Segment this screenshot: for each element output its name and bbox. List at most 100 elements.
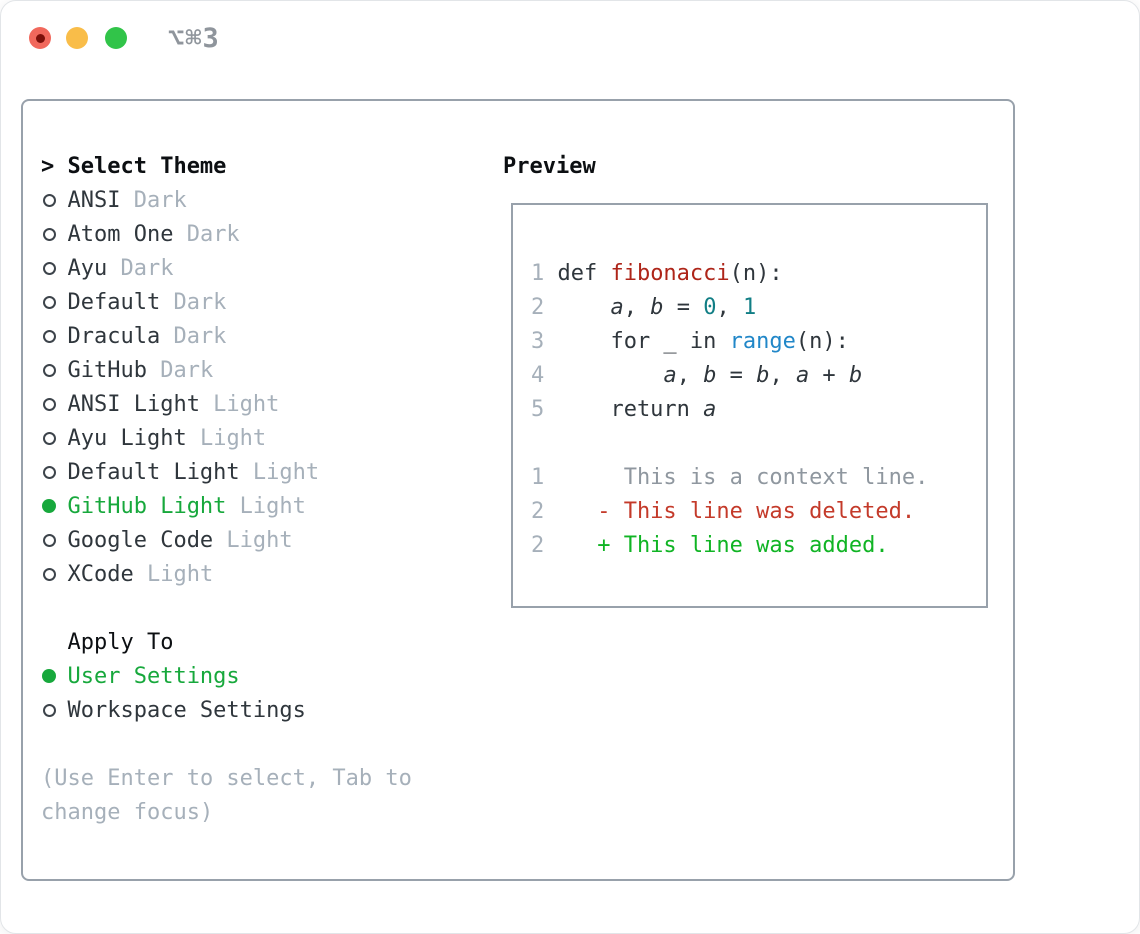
radio-selected-icon [42,499,56,513]
prompt-caret-icon: > [41,153,55,179]
option-variant-label: Light [133,561,214,587]
radio-unselected-icon [43,533,56,547]
option-variant-label: Dark [160,289,227,315]
preview-header: Preview [503,149,596,183]
code-line: 5 return a [531,392,986,426]
window-title-shortcut: ⌥⌘3 [168,23,220,54]
zoom-button[interactable] [105,27,127,49]
radio-unselected-icon [43,363,56,377]
radio-unselected-icon [43,295,56,309]
theme-option-dracula[interactable]: Dracula Dark [41,319,491,353]
line-number: 5 [531,396,545,422]
token-fn: fibonacci [610,260,730,286]
radio-unselected-icon [43,261,56,275]
theme-option-default-light[interactable]: Default Light Light [41,455,491,489]
line-number: 1 [531,464,545,490]
radio-unselected-icon [43,329,56,343]
theme-option-github[interactable]: GitHub Dark [41,353,491,387]
hint-text-line-1: (Use Enter to select, Tab to [41,765,412,791]
option-label: Default [67,289,161,315]
apply-to-header: Apply To [41,625,491,659]
token-v: a [795,362,810,388]
option-variant-label: Light [186,425,267,451]
token-p: def [557,260,611,286]
option-label: XCode [67,561,134,587]
option-label: ANSI [67,187,121,213]
line-number: 2 [531,532,545,558]
title-bar: ⌥⌘3 [1,1,1139,77]
token-rg: range [729,328,796,354]
radio-unselected-icon [43,703,56,717]
token-p: , [623,294,651,320]
option-variant-label: Light [213,527,293,553]
line-number: 2 [531,294,545,320]
token-v: b [703,362,717,388]
token-p: , [769,362,796,388]
diff-deleted-line: 2 - This line was deleted. [531,494,986,528]
apply-option-user-settings[interactable]: User Settings [41,659,491,693]
theme-option-default[interactable]: Default Dark [41,285,491,319]
theme-option-ayu-light[interactable]: Ayu Light Light [41,421,491,455]
option-label: Dracula [67,323,161,349]
token-ctx: This is a context line. [557,464,929,490]
code-line: 4 a, b = b, a + b [531,358,986,392]
option-label: Default Light [67,459,240,485]
token-nm: 1 [742,294,757,320]
theme-option-github-light[interactable]: GitHub Light Light [41,489,491,523]
radio-unselected-icon [43,397,56,411]
close-button[interactable] [29,27,51,49]
option-variant-label: Dark [146,357,214,383]
token-nm: 0 [703,294,717,320]
token-p: (n): [795,328,849,354]
option-variant-label: Light [199,391,280,417]
theme-option-xcode[interactable]: XCode Light [41,557,491,591]
option-variant-label: Light [226,493,306,519]
diff-added-line: 2 + This line was added. [531,528,986,562]
option-label: Workspace Settings [67,697,306,723]
preview-title: Preview [503,153,596,179]
radio-unselected-icon [43,193,56,207]
close-dot-icon [35,33,45,43]
spacer [41,727,491,761]
token-v: a [703,396,717,422]
apply-to-title: Apply To [67,629,174,655]
diff-context-line: 1 This is a context line. [531,460,986,494]
blank-line [531,426,986,460]
option-label: User Settings [67,663,240,689]
radio-selected-icon [42,669,56,683]
option-variant-label: Dark [160,323,227,349]
option-label: GitHub [67,357,147,383]
theme-menu-header: > Select Theme [41,149,491,183]
token-p: for _ in [557,328,730,354]
theme-option-atom-one[interactable]: Atom One Dark [41,217,491,251]
apply-option-workspace-settings[interactable]: Workspace Settings [41,693,491,727]
token-p: return [557,396,704,422]
option-label: ANSI Light [67,391,200,417]
option-variant-label: Dark [120,187,187,213]
option-variant-label: Light [239,459,320,485]
option-label: Google Code [67,527,214,553]
radio-unselected-icon [43,227,56,241]
code-line: 2 a, b = 0, 1 [531,290,986,324]
spacer [41,591,491,625]
theme-option-ansi-light[interactable]: ANSI Light Light [41,387,491,421]
token-p [557,363,663,388]
token-v: b [650,294,664,320]
minimize-button[interactable] [66,27,88,49]
option-label: GitHub Light [67,493,227,519]
option-variant-label: Dark [107,255,174,281]
theme-option-ayu[interactable]: Ayu Dark [41,251,491,285]
option-label: Ayu [67,255,108,281]
token-v: a [663,362,677,388]
theme-option-ansi[interactable]: ANSI Dark [41,183,491,217]
code-line: 3 for _ in range(n): [531,324,986,358]
line-number: 4 [531,362,545,388]
theme-option-google-code[interactable]: Google Code Light [41,523,491,557]
option-variant-label: Dark [173,221,240,247]
token-p: = [663,294,704,320]
token-v: b [756,362,770,388]
token-del: - This line was deleted. [557,498,916,524]
